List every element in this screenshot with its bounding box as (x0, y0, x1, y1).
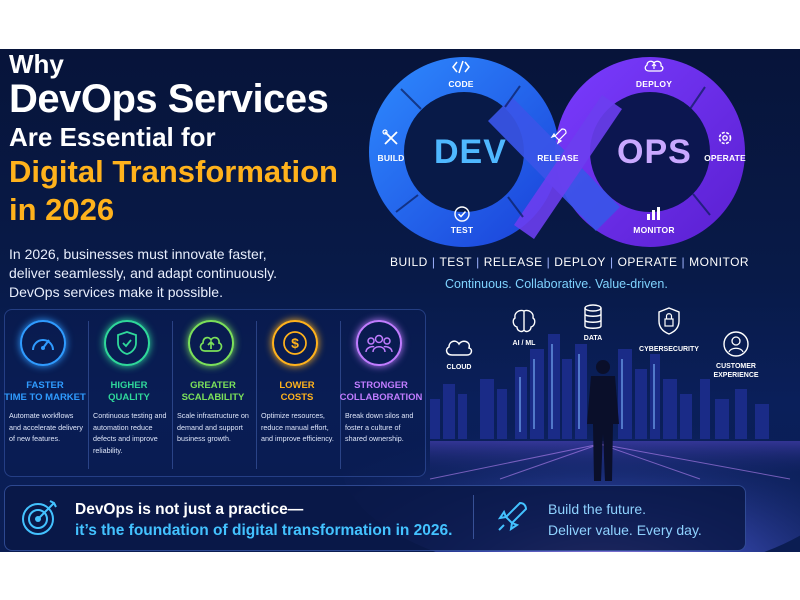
cloud-upload-icon (199, 336, 223, 352)
infinity-loop (369, 57, 745, 247)
benefit-description: Continuous testing and automation reduce… (93, 411, 167, 455)
lock-icon (658, 307, 680, 335)
benefit-title-line-1: HIGHER (110, 380, 148, 391)
stage-list: BUILD|TEST|RELEASE|DEPLOY|OPERATE|MONITO… (390, 255, 750, 269)
benefit-description: Scale infrastructure on demand and suppo… (177, 411, 249, 443)
benefit-title: HIGHER QUALITY (87, 380, 171, 404)
loop-label-monitor: MONITOR (633, 225, 675, 235)
headline-line-1: Why (9, 49, 64, 79)
rocket-icon (497, 501, 528, 532)
cloud-icon (445, 340, 473, 356)
gear-icon (718, 131, 732, 145)
loop-label-code: CODE (448, 79, 474, 89)
loop-label-deploy: DEPLOY (635, 79, 673, 89)
dev-label: DEV (434, 133, 507, 171)
stage-operate: OPERATE (617, 255, 678, 269)
benefit-title-line-2: TIME TO MARKET (4, 392, 86, 403)
benefit-icon-ring (104, 320, 150, 366)
dollar-icon: $ (283, 331, 307, 355)
stage-release: RELEASE (483, 255, 543, 269)
benefit-description: Automate workflows and accelerate delive… (9, 411, 83, 443)
target-icon (22, 500, 57, 535)
benefit-title-line-1: STRONGER (354, 380, 408, 391)
benefit-description: Optimize resources, reduce manual effort… (261, 411, 334, 443)
headline-line-5: in 2026 (9, 192, 115, 227)
stage-build: BUILD (390, 255, 428, 269)
benefit-icon-ring: $ (272, 320, 318, 366)
benefit-icon-ring (188, 320, 234, 366)
benefit-title-line-1: GREATER (190, 380, 236, 391)
banner-slogan-line-1: Build the future. (548, 501, 647, 517)
team-icon (365, 334, 393, 353)
code-icon (452, 60, 470, 74)
tech-label-cloud: CLOUD (446, 364, 472, 371)
tech-label-experience: EXPERIENCE (713, 372, 759, 379)
bottom-banner (4, 485, 746, 551)
benefit-title: FASTER TIME TO MARKET (3, 380, 87, 404)
loop-label-build: BUILD (377, 153, 405, 163)
stage-monitor: MONITOR (689, 255, 750, 269)
divider (473, 495, 474, 539)
rocket-icon (550, 128, 567, 145)
stage-deploy: DEPLOY (554, 255, 606, 269)
benefit-card-collaboration: STRONGER COLLABORATION Break down silos … (339, 317, 423, 473)
intro-paragraph: In 2026, businesses must innovate faster… (9, 246, 277, 300)
benefit-title: LOWER COSTS (255, 380, 339, 404)
database-icon (584, 304, 602, 329)
benefit-title: STRONGER COLLABORATION (339, 380, 423, 404)
cloud-upload-icon (644, 60, 664, 72)
infographic-poster: Why DevOps Services Are Essential for Di… (0, 49, 800, 552)
benefit-icon-ring (20, 320, 66, 366)
benefit-title-line-2: QUALITY (108, 392, 150, 403)
tech-label-customer: CUSTOMER (716, 363, 756, 370)
benefit-icon-ring (356, 320, 402, 366)
headline-line-3: Are Essential for (9, 122, 216, 152)
ops-label: OPS (617, 133, 692, 171)
headline-line-4: Digital Transformation (9, 154, 338, 189)
brain-icon (512, 309, 536, 333)
speedometer-icon (32, 339, 54, 351)
benefit-title-line-1: LOWER (279, 380, 315, 391)
benefit-card-time-to-market: FASTER TIME TO MARKET Automate workflows… (3, 317, 87, 473)
check-icon (454, 206, 470, 222)
tech-label-cybersecurity: CYBERSECURITY (639, 346, 699, 353)
loop-label-test: TEST (450, 225, 474, 235)
benefit-title-line-2: SCALABILITY (181, 392, 245, 403)
banner-slogan-line-2: Deliver value. Every day. (548, 522, 702, 538)
benefit-title: GREATER SCALABILITY (171, 380, 255, 404)
tech-label-ai-ml: AI / ML (512, 340, 536, 347)
banner-statement-line-1: DevOps is not just a practice— (75, 501, 304, 518)
shield-check-icon (117, 331, 137, 355)
benefit-card-costs: $ LOWER COSTS Optimize resources, reduce… (255, 317, 339, 473)
benefit-title-line-2: COSTS (280, 392, 314, 403)
benefit-title-line-2: COLLABORATION (339, 392, 423, 403)
user-icon (723, 331, 749, 357)
banner-statement-line-2: it’s the foundation of digital transform… (75, 522, 453, 539)
tools-icon (382, 129, 398, 145)
benefit-title-line-1: FASTER (26, 380, 64, 391)
loop-label-release: RELEASE (537, 153, 579, 163)
loop-label-operate: OPERATE (704, 153, 746, 163)
benefit-description: Break down silos and foster a culture of… (345, 411, 414, 443)
person-silhouette (587, 360, 619, 481)
divider (172, 321, 173, 469)
headline-line-2: DevOps Services (9, 77, 329, 121)
bar-chart-icon (647, 207, 660, 220)
svg-text:$: $ (291, 335, 299, 351)
benefit-card-scalability: GREATER SCALABILITY Scale infrastructure… (171, 317, 255, 473)
benefit-card-quality: HIGHER QUALITY Continuous testing and au… (87, 317, 171, 473)
divider (88, 321, 89, 469)
stage-test: TEST (439, 255, 473, 269)
divider (340, 321, 341, 469)
tagline: Continuous. Collaborative. Value-driven. (445, 277, 668, 291)
divider (256, 321, 257, 469)
tech-label-data: DATA (583, 335, 603, 342)
